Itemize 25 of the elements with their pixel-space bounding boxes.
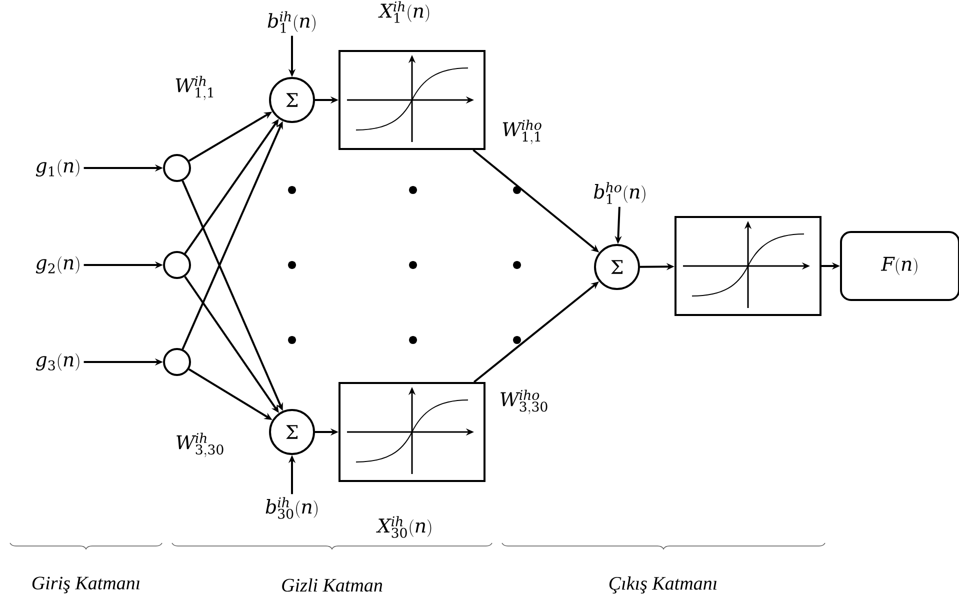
signal-label: $b^{ho}_1(n)$	[594, 182, 646, 204]
input-neuron	[163, 251, 191, 279]
weight-label: $W^{iho}_{1,1}$	[502, 120, 542, 144]
signal-label: $g_2(n)$	[36, 256, 80, 274]
activation-box	[674, 216, 822, 316]
output-box: $F(n)$	[840, 231, 959, 301]
summing-junction: $\Sigma$	[594, 244, 640, 290]
weight-label: $W^{iho}_{3,30}$	[500, 390, 548, 414]
activation-box	[338, 382, 486, 482]
signal-label: $g_1(n)$	[36, 159, 80, 177]
layer-label: Çıkış Katmanı	[609, 576, 716, 594]
summing-junction: $\Sigma$	[269, 409, 315, 455]
signal-label: $g_3(n)$	[36, 353, 80, 371]
activation-box	[338, 50, 486, 150]
layer-label: Giriş Katmanı	[32, 576, 140, 594]
input-neuron	[163, 154, 191, 182]
weight-label: $W^{ih}_{3,30}$	[176, 432, 224, 458]
input-neuron	[163, 348, 191, 376]
signal-label: $b^{ih}_{30}(n)$	[266, 497, 318, 519]
summing-junction: $\Sigma$	[269, 77, 315, 123]
weight-label: $W^{ih}_{1,1}$	[176, 76, 214, 100]
node-caption: $X^{ih}_1(n)$	[378, 1, 430, 23]
node-caption: $X^{ih}_{30}(n)$	[376, 516, 432, 538]
layer-label: Gizli Katman	[282, 578, 382, 592]
signal-label: $b^{ih}_1(n)$	[268, 11, 316, 33]
